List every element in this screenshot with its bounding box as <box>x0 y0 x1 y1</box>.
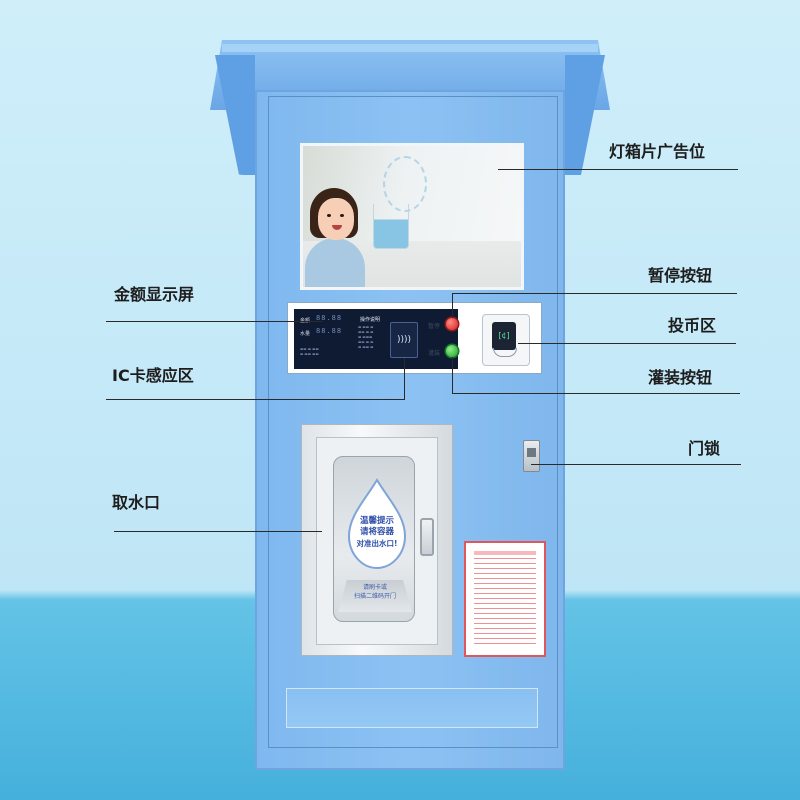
ad-child-face <box>318 198 354 240</box>
callout-door-lock: 门锁 <box>688 439 721 458</box>
fill-button[interactable] <box>446 345 458 357</box>
callout-ic-card-area: IC卡感应区 <box>112 366 194 385</box>
nfc-wave-icon: )))) <box>396 335 412 345</box>
outlet-notice-line: 请将容器 <box>359 527 394 537</box>
outlet-door-instruction-line: 扫描二维码开门 <box>353 593 396 600</box>
callout-line-ic-card-area <box>106 399 405 401</box>
outlet-door-instruction: 请刷卡或 扫描二维码开门 <box>338 583 412 601</box>
callout-pause-button: 暂停按钮 <box>648 266 713 285</box>
machine-roof-edge <box>222 44 598 52</box>
water-drop-icon <box>347 478 407 570</box>
callout-water-outlet: 取水口 <box>112 493 161 512</box>
lock-icon <box>527 448 536 457</box>
ad-child-mouth <box>332 225 342 230</box>
display-water-digits: 88.88 <box>316 327 343 335</box>
advertising-lightbox <box>300 143 524 290</box>
outlet-notice: 温馨提示 请将容器 对准出水口! <box>345 516 409 549</box>
callout-line-door-lock <box>531 464 741 466</box>
callout-line-fill-button <box>452 393 740 395</box>
amount-display-screen: 金额 88.88 水量 88.88 操作说明 ▬ ▬▬ ▬▬▬ ▬ ▬▬ ▬▬▬… <box>294 309 458 369</box>
ad-water-glass <box>373 204 409 249</box>
coin-slot[interactable]: [¢] <box>492 322 516 350</box>
callout-line-water-outlet <box>114 531 322 533</box>
display-label-water: 水量 <box>300 331 311 337</box>
callout-ad-panel: 灯箱片广告位 <box>609 142 706 161</box>
price-sheet-header <box>474 551 536 555</box>
callout-line-ic-card-drop <box>404 358 406 400</box>
callout-fill-button: 灌装按钮 <box>648 368 713 387</box>
roof-support-right <box>565 55 605 175</box>
callout-line-ad-panel <box>498 169 738 171</box>
outlet-door-handle[interactable] <box>420 518 434 556</box>
callout-line-pause-button-drop <box>452 293 454 318</box>
front-door-frame <box>268 96 558 748</box>
water-outlet-tray <box>338 580 412 612</box>
callout-line-amount-display <box>106 321 322 323</box>
outlet-notice-line: 温馨提示 <box>359 516 394 526</box>
ad-child-eye <box>340 214 344 217</box>
outlet-notice-line: 对准出水口! <box>356 539 398 548</box>
coin-slot-icon: [¢] <box>498 331 510 340</box>
fill-button-label: 灌装 <box>428 350 441 357</box>
callout-line-pause-button <box>452 293 737 295</box>
pause-button-label: 暂停 <box>428 323 441 330</box>
outlet-door-instruction-line: 请刷卡或 <box>362 584 387 591</box>
callout-amount-display: 金额显示屏 <box>114 285 195 304</box>
pause-button[interactable] <box>446 318 458 330</box>
display-notice-title: 操作说明 <box>360 317 381 323</box>
bottom-panel <box>286 688 538 728</box>
ic-card-reader[interactable]: )))) <box>390 322 418 358</box>
display-notice-rows: ▬ ▬▬ ▬▬▬ ▬ ▬▬ ▬▬▬▬▬ ▬ ▬▬ ▬▬ ▬ <box>358 325 374 349</box>
callout-line-fill-button-drop <box>452 357 454 393</box>
display-amount-digits: 88.88 <box>316 314 343 322</box>
ad-child-eye <box>327 214 331 217</box>
ad-child-shirt <box>305 238 365 287</box>
callout-line-coin-area <box>518 343 736 345</box>
callout-coin-area: 投币区 <box>668 316 717 335</box>
roof-support-left <box>215 55 255 175</box>
price-sheet-lines <box>474 558 536 646</box>
display-status-rows: ▬▬ ▬ ▬▬▬ ▬▬ ▬▬ <box>300 347 319 356</box>
